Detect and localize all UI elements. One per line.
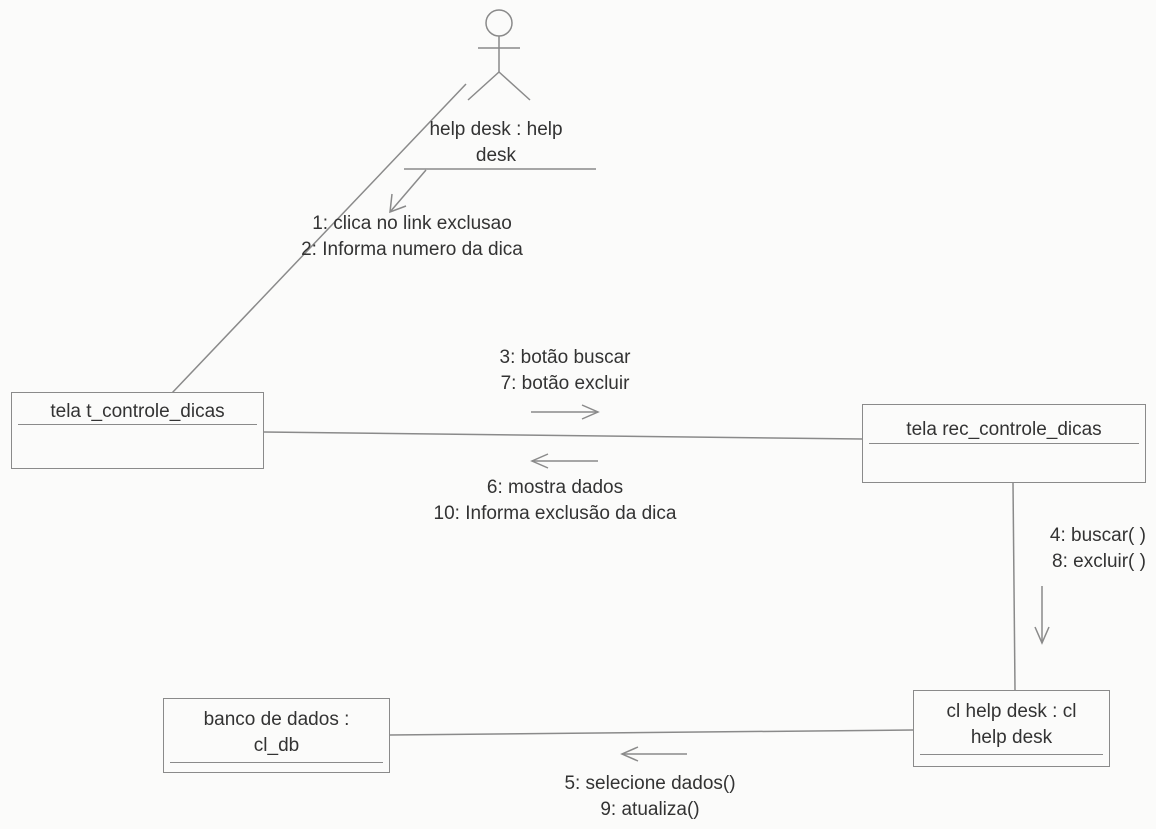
arrow-msg-3-7 — [531, 404, 600, 420]
message-10: 10: Informa exclusão da dica — [433, 503, 677, 524]
object-cl-label-line2: help desk — [970, 727, 1053, 748]
object-tela-rec-controle-dicas[interactable]: tela rec_controle_dicas — [862, 404, 1146, 483]
link-tela-t-tela-rec — [263, 431, 863, 440]
object-tela-rec-underline — [869, 443, 1139, 444]
message-label-3-7: 3: botão buscar 7: botão excluir — [420, 345, 710, 397]
link-tela-rec-cl — [1012, 482, 1016, 691]
message-label-6-10: 6: mostra dados 10: Informa exclusão da … — [380, 475, 730, 527]
link-banco-cl — [389, 729, 914, 736]
object-cl-help-desk[interactable]: cl help desk : cl help desk — [913, 690, 1110, 767]
actor-name: help desk : help desk — [398, 117, 594, 169]
arrow-msg-4-8 — [1034, 586, 1050, 645]
actor-name-line1: help desk : help — [429, 119, 563, 140]
message-2: 2: Informa numero da dica — [301, 239, 523, 260]
arrow-msg-5-9 — [620, 746, 687, 762]
message-label-4-8: 4: buscar( ) 8: excluir( ) — [976, 523, 1146, 575]
message-5: 5: selecione dados() — [564, 773, 736, 794]
actor-icon — [467, 9, 531, 101]
message-9: 9: atualiza() — [600, 799, 700, 820]
message-label-1-2: 1: clica no link exclusao 2: Informa num… — [242, 211, 582, 263]
message-7: 7: botão excluir — [500, 373, 630, 394]
arrow-msg-1-2 — [389, 169, 427, 214]
object-tela-t-underline — [18, 424, 257, 425]
message-label-5-9: 5: selecione dados() 9: atualiza() — [500, 771, 800, 823]
arrow-msg-6-10 — [530, 453, 598, 469]
message-4: 4: buscar( ) — [1049, 525, 1146, 546]
object-tela-t-controle-dicas[interactable]: tela t_controle_dicas — [11, 392, 264, 469]
message-3: 3: botão buscar — [499, 347, 631, 368]
link-actor-tela-t — [171, 83, 467, 394]
object-tela-t-label: tela t_controle_dicas — [50, 401, 225, 422]
object-banco-label-line1: banco de dados : — [203, 709, 350, 730]
message-8: 8: excluir( ) — [1052, 551, 1146, 572]
object-cl-label-line1: cl help desk : cl — [946, 701, 1077, 722]
object-cl-underline — [920, 754, 1103, 755]
object-tela-rec-label: tela rec_controle_dicas — [906, 419, 1102, 440]
actor-name-line2: desk — [475, 145, 517, 166]
message-1: 1: clica no link exclusao — [312, 213, 512, 234]
object-banco-de-dados[interactable]: banco de dados : cl_db — [163, 698, 390, 773]
object-banco-underline — [170, 762, 383, 763]
message-6: 6: mostra dados — [486, 477, 624, 498]
object-banco-label-line2: cl_db — [253, 735, 300, 756]
